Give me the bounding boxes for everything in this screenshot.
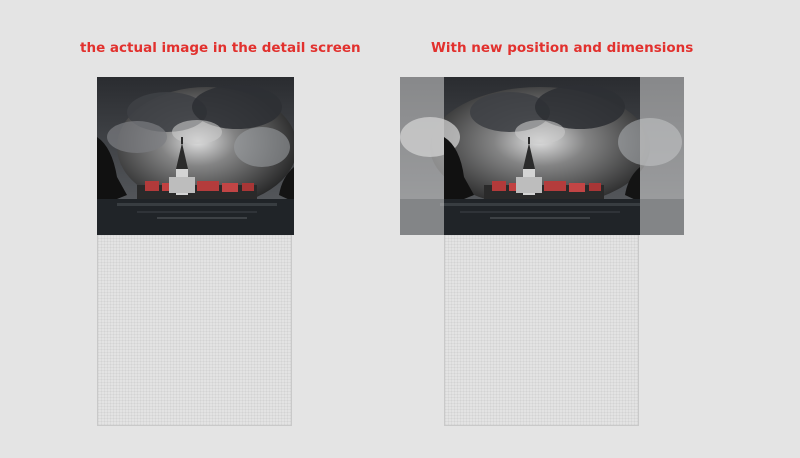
left-detail-image: [97, 77, 294, 235]
left-caption: the actual image in the detail screen: [80, 40, 361, 56]
image-overflow-right: [640, 77, 684, 235]
image-overflow-left: [400, 77, 444, 235]
right-caption: With new position and dimensions: [431, 40, 694, 56]
